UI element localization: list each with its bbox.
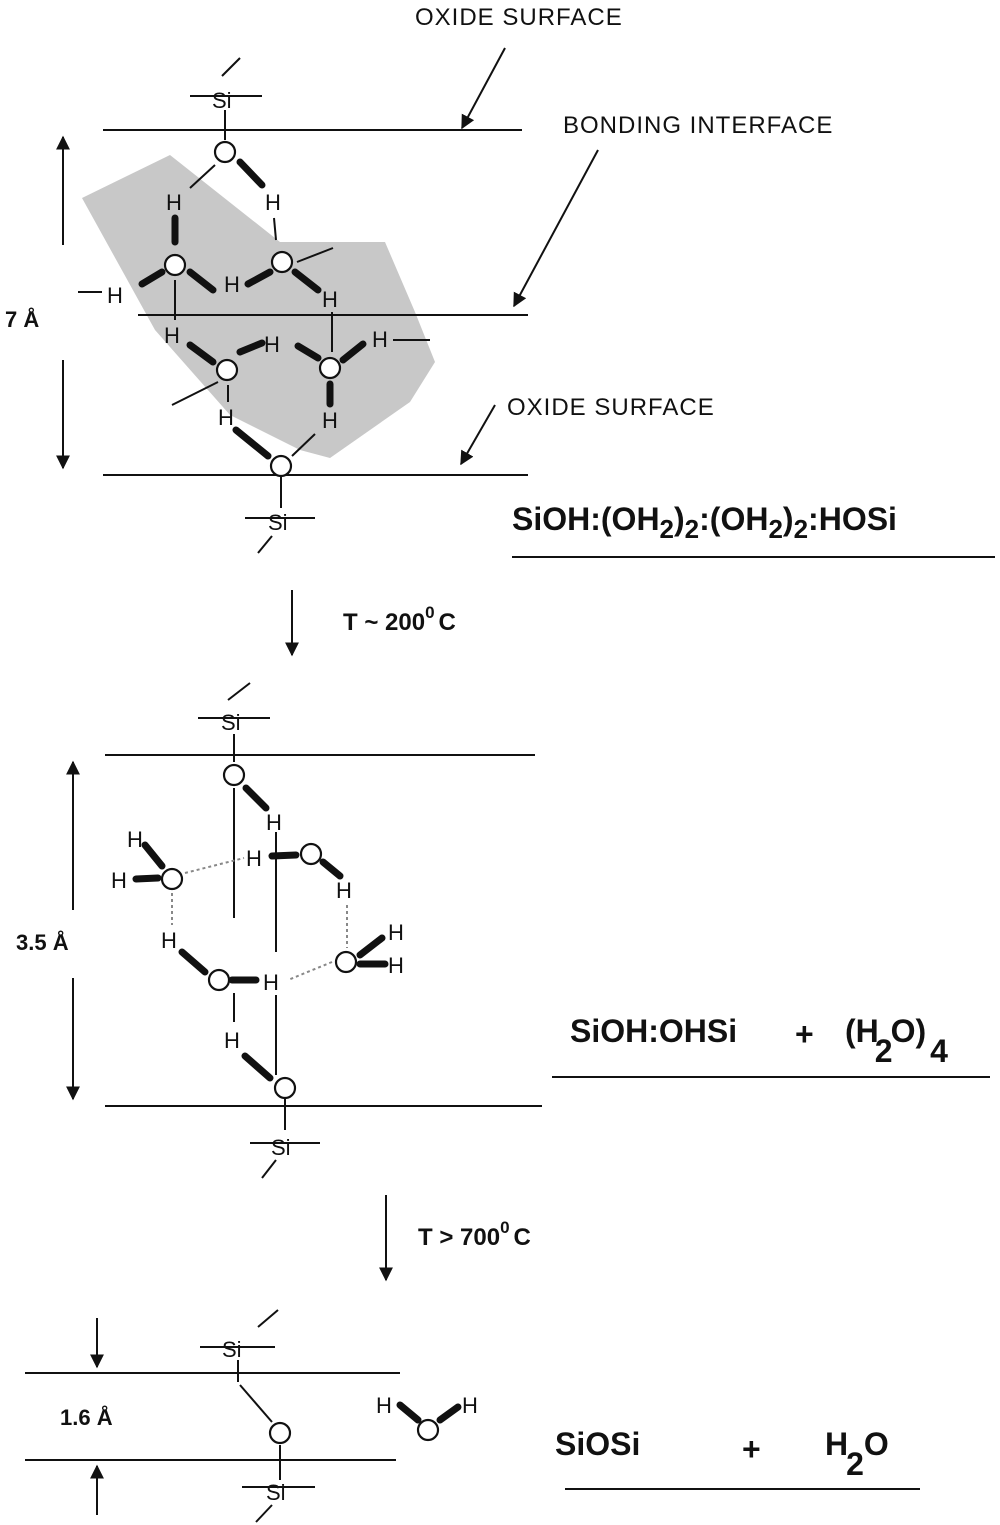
siloxane-bond	[239, 1384, 292, 1480]
atom-label: H	[376, 1393, 392, 1418]
bottom-silicon-atom: Si	[250, 1098, 320, 1179]
atom-label: H	[336, 878, 352, 903]
atom-label: H	[164, 323, 180, 348]
top-silicon-atom: Si	[198, 682, 270, 762]
atom-label: H	[462, 1393, 478, 1418]
atom-label: H	[166, 190, 182, 215]
atom-label: Si	[266, 1480, 286, 1505]
atom-label: H	[322, 287, 338, 312]
oxide-surface-label: OXIDE SURFACE	[507, 394, 715, 421]
free-water-molecule: H H	[376, 1393, 478, 1442]
formula-stage-2-main: SiOH:OHSi	[570, 1013, 737, 1049]
stage-1: Si OXIDE SURFACE BONDING INTERFACE OXIDE…	[5, 4, 995, 558]
atom-label: H	[107, 283, 123, 308]
plus-sign: +	[795, 1016, 814, 1052]
atom-label: H	[388, 920, 404, 945]
bottom-silicon-atom: Si	[245, 476, 315, 554]
atom-label: H	[388, 953, 404, 978]
water-cluster-3-5a: H H H H H H H H H	[111, 763, 404, 1100]
atom-label: H	[322, 408, 338, 433]
atom-label: H	[266, 810, 282, 835]
atom-label: H	[224, 1028, 240, 1053]
bonding-interface-label: BONDING INTERFACE	[563, 112, 833, 139]
bottom-silicon-atom: Si	[242, 1480, 315, 1523]
top-silicon-atom: Si	[200, 1309, 279, 1382]
atom-label: Si	[222, 1337, 242, 1362]
formula-stage-1: SiOH:(OH2)2:(OH2)2:HOSi	[512, 501, 897, 544]
atom-label: H	[218, 405, 234, 430]
atom-label: H	[161, 928, 177, 953]
atom-label: Si	[221, 710, 241, 735]
atom-label: Si	[268, 510, 288, 535]
atom-label: H	[264, 332, 280, 357]
stage-2: Si 3.5 Å H H H H H	[16, 682, 990, 1179]
oxide-surface-label: OXIDE SURFACE	[415, 4, 623, 31]
atom-label: H	[263, 970, 279, 995]
atom-label: H	[111, 868, 127, 893]
atom-label: H	[372, 327, 388, 352]
distance-1-6-angstrom: 1.6 Å	[60, 1404, 113, 1430]
formula-stage-3-main: SiOSi	[555, 1426, 640, 1462]
water-network-7a: H H H H H H H H	[78, 140, 430, 478]
distance-3-5-angstrom: 3.5 Å	[16, 929, 69, 955]
top-silicon-atom: Si	[190, 57, 262, 140]
shaded-water-region	[82, 155, 435, 458]
atom-label: H	[127, 827, 143, 852]
atom-label: H	[265, 190, 281, 215]
atom-label: Si	[212, 88, 232, 113]
distance-7-angstrom: 7 Å	[5, 306, 39, 332]
plus-sign: +	[742, 1431, 761, 1467]
atom-label: H	[246, 846, 262, 871]
atom-label: Si	[271, 1135, 291, 1160]
atom-label: H	[224, 272, 240, 297]
